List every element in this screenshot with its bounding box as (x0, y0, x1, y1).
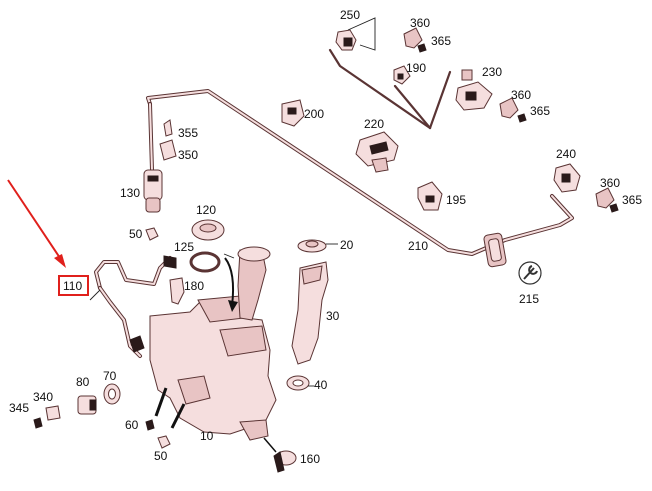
grommet-40[interactable] (286, 375, 310, 391)
washer-line-branch (328, 48, 452, 130)
hose-110[interactable] (94, 255, 177, 358)
plug-60[interactable] (145, 419, 155, 431)
label-355: 355 (178, 126, 198, 140)
label-80: 80 (76, 375, 90, 389)
clip-365-right[interactable] (609, 203, 619, 213)
clip-180[interactable] (169, 277, 185, 305)
nozzle-250[interactable] (335, 17, 376, 51)
seal-50-bottom[interactable] (157, 435, 171, 449)
grommet-70[interactable] (103, 383, 121, 405)
label-365-right: 365 (622, 193, 642, 207)
nozzle-cap-360-mid[interactable] (499, 97, 519, 119)
valve-230[interactable] (455, 69, 493, 111)
clip-190[interactable] (393, 65, 411, 85)
label-340: 340 (33, 390, 53, 404)
assembly-arrows (154, 257, 277, 453)
clip-200[interactable] (281, 99, 305, 127)
label-50-top: 50 (129, 227, 143, 241)
label-10: 10 (200, 429, 214, 443)
label-360-mid: 360 (511, 88, 531, 102)
label-195: 195 (446, 193, 466, 207)
pump-80[interactable] (77, 395, 97, 415)
nozzle-cap-360-top[interactable] (403, 27, 423, 49)
leader-lines (89, 243, 338, 387)
cover-120[interactable] (191, 219, 225, 241)
reservoir-10[interactable] (149, 246, 277, 441)
plug-340[interactable] (45, 405, 61, 421)
filler-tube-30[interactable] (291, 261, 329, 365)
label-350: 350 (178, 148, 198, 162)
seal-50-top[interactable] (145, 227, 159, 241)
grommet-215[interactable] (483, 232, 507, 268)
clip-365-top[interactable] (417, 43, 427, 53)
label-30: 30 (326, 309, 340, 323)
label-190: 190 (406, 61, 426, 75)
highlight-box-110 (58, 275, 89, 296)
label-130: 130 (120, 186, 140, 200)
label-125: 125 (174, 240, 194, 254)
label-160: 160 (300, 452, 320, 466)
label-200: 200 (304, 107, 324, 121)
label-60: 60 (125, 418, 139, 432)
label-40: 40 (314, 378, 328, 392)
label-230: 230 (482, 65, 502, 79)
label-345: 345 (9, 401, 29, 415)
highlight-arrow (7, 179, 66, 268)
label-365-mid: 365 (530, 104, 550, 118)
label-365-top: 365 (431, 34, 451, 48)
plug-350[interactable] (159, 139, 177, 161)
holder-220[interactable] (355, 131, 399, 173)
label-180: 180 (184, 279, 204, 293)
label-360-right: 360 (600, 176, 620, 190)
pump-130[interactable] (143, 169, 163, 213)
part-labels: 250 360 365 190 230 360 365 200 220 355 … (9, 8, 642, 466)
label-220: 220 (364, 117, 384, 131)
label-360-top: 360 (410, 16, 430, 30)
label-110: 110 (63, 279, 82, 293)
label-50-bottom: 50 (154, 449, 168, 463)
nozzle-cap-360-right[interactable] (595, 187, 615, 209)
clip-195[interactable] (417, 181, 443, 211)
level-sensor-160[interactable] (273, 450, 297, 473)
label-20: 20 (340, 238, 354, 252)
sensor-355[interactable] (163, 119, 173, 137)
label-250: 250 (340, 8, 360, 22)
label-215: 215 (519, 292, 539, 306)
label-210: 210 (408, 239, 428, 253)
clip-365-mid[interactable] (517, 113, 527, 123)
nozzle-240[interactable] (553, 163, 581, 193)
seal-ring-125[interactable] (189, 251, 221, 273)
label-240: 240 (556, 147, 576, 161)
clip-345[interactable] (33, 417, 43, 429)
filler-cap-20[interactable] (297, 239, 327, 253)
wrench-icon (518, 261, 542, 285)
label-70: 70 (103, 369, 117, 383)
washer-line-210[interactable] (146, 89, 574, 256)
label-120: 120 (196, 203, 216, 217)
